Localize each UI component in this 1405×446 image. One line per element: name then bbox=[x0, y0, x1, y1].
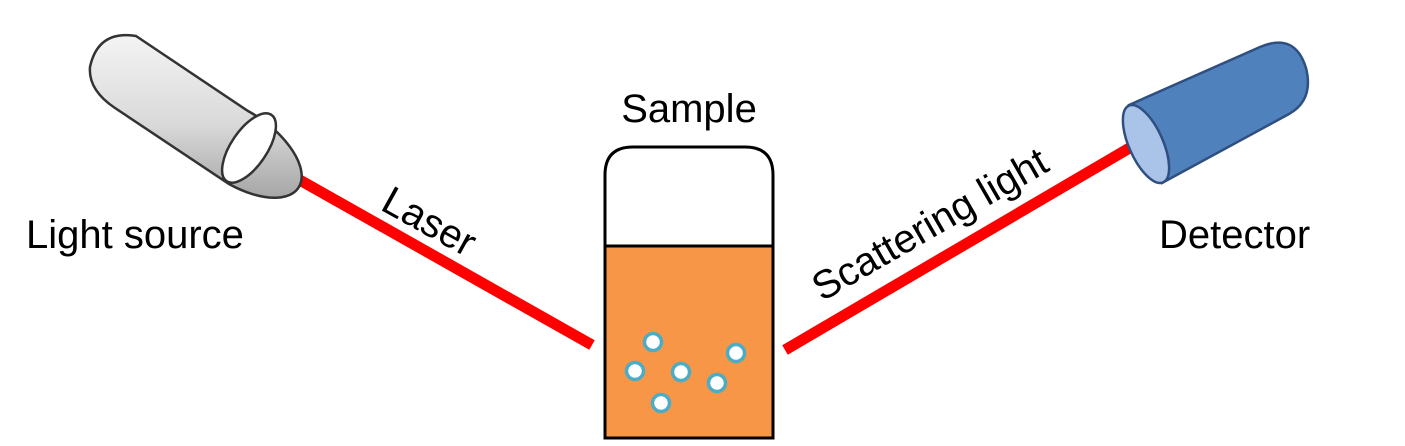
scattering-light-label: Scattering light bbox=[805, 139, 1056, 309]
sample-label: Sample bbox=[621, 87, 757, 131]
scattering-light-beam bbox=[782, 138, 1141, 355]
particle bbox=[725, 342, 747, 364]
detector-label: Detector bbox=[1159, 213, 1310, 257]
particle bbox=[670, 361, 692, 383]
particle bbox=[650, 392, 672, 414]
sample-liquid bbox=[603, 244, 775, 440]
particle bbox=[706, 372, 728, 394]
light-source-icon bbox=[88, 33, 303, 200]
detector-icon bbox=[1121, 41, 1310, 185]
laser-beam bbox=[249, 148, 595, 350]
particle bbox=[624, 360, 646, 382]
light-source-label: Light source bbox=[26, 213, 244, 257]
particle bbox=[642, 331, 664, 353]
sample-cuvette bbox=[603, 145, 775, 440]
